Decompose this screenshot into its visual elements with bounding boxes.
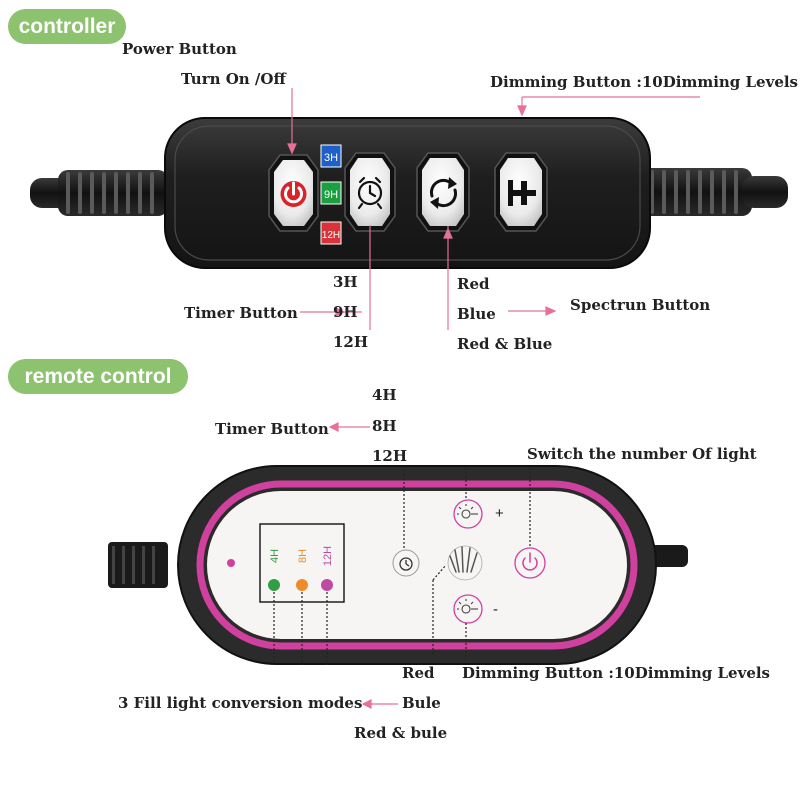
remote-spectrum-button[interactable] bbox=[447, 545, 483, 581]
controller-device: 3H 9H 12H bbox=[30, 117, 788, 269]
turn-on-off-label: Turn On /Off bbox=[181, 70, 286, 88]
switch-light-label: Switch the number Of light bbox=[527, 445, 757, 463]
power-button-label: Power Button bbox=[122, 40, 237, 58]
controller-spectrum-red: Red bbox=[457, 275, 490, 293]
light-rays-icon bbox=[449, 546, 478, 573]
controller-dimming-label: Dimming Button :10Dimming Levels bbox=[490, 73, 799, 91]
controller-timer-12h: 12H bbox=[333, 333, 369, 351]
controller-pointers bbox=[287, 88, 700, 330]
alarm-clock-icon bbox=[357, 176, 383, 210]
timer-led-12h bbox=[321, 579, 333, 591]
remote-dim-up-button[interactable] bbox=[453, 499, 483, 529]
remote-dimming-label: Dimming Button :10Dimming Levels bbox=[462, 664, 771, 682]
controller-section-label: controller bbox=[8, 9, 126, 44]
remote-device: 4H 8H 12H bbox=[108, 465, 688, 665]
controller-spectrum-blue: Blue bbox=[457, 305, 496, 323]
remote-red-label: Red bbox=[402, 664, 435, 682]
dim-up-sign: + bbox=[495, 505, 504, 522]
panel-label-4h: 4H bbox=[269, 549, 281, 563]
timer-indicator-3h: 3H bbox=[320, 144, 342, 168]
bulb-minus-icon bbox=[457, 599, 478, 614]
remote-timer-4h: 4H bbox=[372, 386, 397, 404]
dim-down-sign: - bbox=[493, 601, 498, 618]
timer-indicator-9h: 9H bbox=[320, 181, 342, 205]
timer-indicator-12h: 12H bbox=[320, 221, 342, 245]
remote-timer-12h: 12H bbox=[372, 447, 408, 465]
timer-led-4h bbox=[268, 579, 280, 591]
spectrum-button-label: Spectrun Button bbox=[570, 296, 711, 314]
dimming-button[interactable] bbox=[494, 152, 548, 232]
remote-timer-button[interactable] bbox=[392, 549, 420, 577]
alarm-clock-icon bbox=[399, 557, 413, 571]
left-strain-relief bbox=[58, 170, 168, 216]
bulb-plus-icon bbox=[457, 504, 478, 519]
power-icon bbox=[522, 552, 538, 571]
panel-label-8h: 8H bbox=[297, 549, 309, 563]
remote-red-bule-label: Red & bule bbox=[354, 724, 448, 742]
right-strain-relief bbox=[640, 168, 752, 216]
plus-icon bbox=[508, 180, 536, 206]
remote-timer-8h: 8H bbox=[372, 417, 397, 435]
controller-timer-3h: 3H bbox=[333, 273, 358, 291]
remote-arrows bbox=[328, 422, 398, 709]
timer-button[interactable] bbox=[344, 152, 396, 232]
svg-text:3H: 3H bbox=[324, 152, 338, 164]
power-icon bbox=[284, 181, 303, 204]
controller-spectrum-red-blue: Red & Blue bbox=[457, 335, 553, 353]
fill-modes-label: 3 Fill light conversion modes bbox=[118, 694, 363, 712]
indicator-dot bbox=[227, 559, 235, 567]
svg-text:12H: 12H bbox=[322, 230, 340, 241]
controller-timer-9h: 9H bbox=[333, 303, 358, 321]
spectrum-button[interactable] bbox=[416, 152, 470, 232]
panel-label-12h: 12H bbox=[322, 546, 334, 566]
controller-timer-button-label: Timer Button bbox=[184, 304, 298, 322]
timer-led-8h bbox=[296, 579, 308, 591]
remote-dim-down-button[interactable] bbox=[453, 594, 483, 624]
cycle-arrows-icon bbox=[429, 177, 458, 209]
svg-text:9H: 9H bbox=[324, 189, 338, 201]
remote-bule-label: Bule bbox=[402, 694, 441, 712]
remote-pointers bbox=[273, 468, 531, 665]
remote-section-label: remote control bbox=[8, 359, 188, 394]
remote-timer-button-label: Timer Button bbox=[215, 420, 329, 438]
remote-switch-button[interactable] bbox=[514, 547, 546, 579]
power-button[interactable] bbox=[268, 154, 319, 232]
